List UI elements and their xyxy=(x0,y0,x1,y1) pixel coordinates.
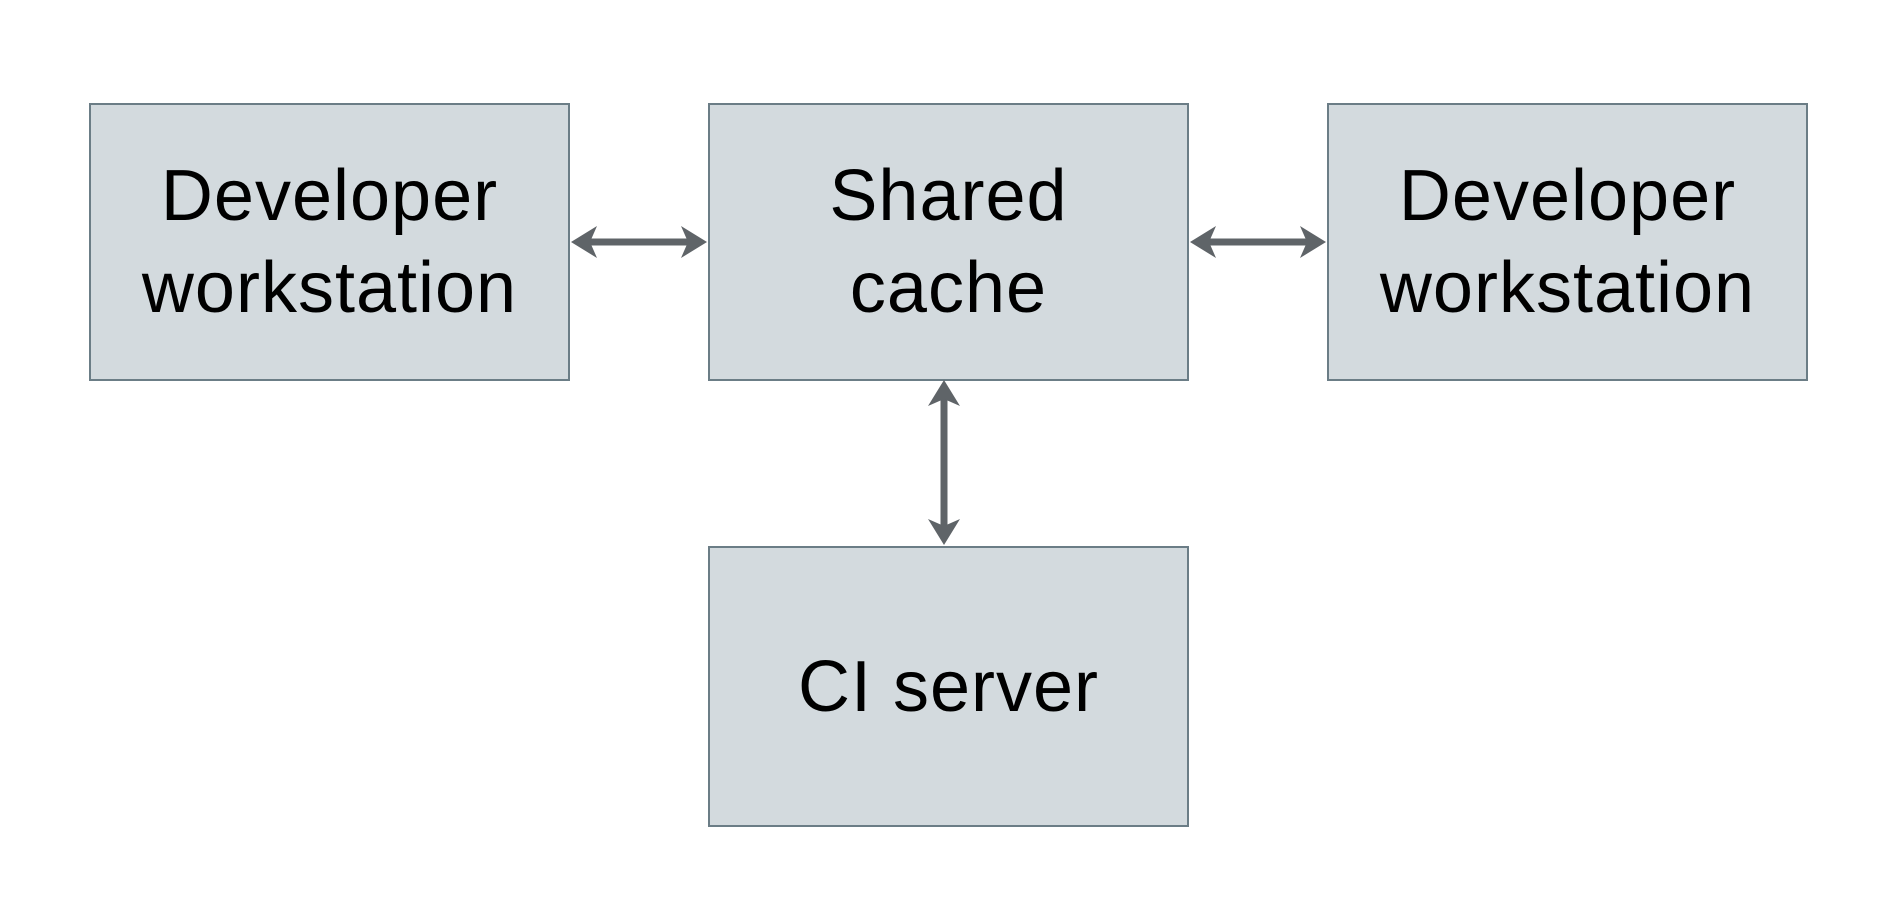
node-label-line: workstation xyxy=(141,248,518,328)
node-shared-cache: Shared cache xyxy=(708,103,1189,381)
node-label-line: cache xyxy=(849,248,1048,328)
double-arrow-icon xyxy=(928,380,960,545)
node-developer-workstation-left: Developer workstation xyxy=(89,103,570,381)
bidirectional-arrow-left-workstation-shared-cache xyxy=(570,222,708,262)
double-arrow-icon xyxy=(571,226,707,258)
bidirectional-arrow-shared-cache-right-workstation xyxy=(1189,222,1327,262)
node-label-line: Shared xyxy=(829,156,1068,236)
node-label-line: CI server xyxy=(797,646,1100,727)
node-label-line: workstation xyxy=(1379,248,1756,328)
node-developer-workstation-right: Developer workstation xyxy=(1327,103,1808,381)
node-label-line: Developer xyxy=(160,156,499,236)
bidirectional-arrow-shared-cache-ci-server xyxy=(924,379,964,546)
double-arrow-icon xyxy=(1190,226,1326,258)
node-label-line: Developer xyxy=(1398,156,1737,236)
node-ci-server: CI server xyxy=(708,546,1189,827)
